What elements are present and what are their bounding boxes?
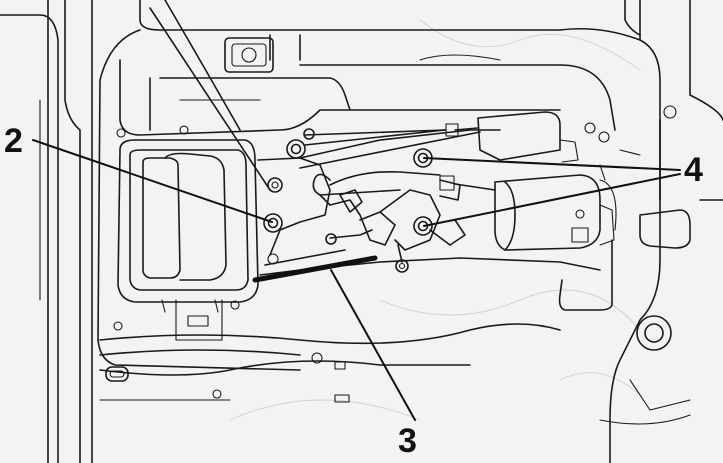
- leader-line-4b: [423, 173, 681, 227]
- background-sketch: [229, 19, 641, 421]
- latch-mechanism: [257, 128, 501, 273]
- leader-line-2: [32, 139, 273, 223]
- callout-2: 2: [4, 122, 23, 160]
- callout-3: 3: [398, 422, 417, 460]
- window-channel-rod-2: [149, 7, 271, 191]
- linkage-rod: [252, 255, 378, 283]
- fastener-holes: [113, 105, 677, 399]
- top-panel: [119, 34, 616, 136]
- lock-actuator: [439, 111, 617, 311]
- lower-panel: [99, 257, 601, 403]
- mounting-boss-top: [224, 37, 274, 73]
- callout-4: 4: [684, 151, 703, 189]
- door-handle-housing: [117, 139, 259, 341]
- window-channel-rod: [164, 0, 241, 131]
- bolt-points: [263, 139, 433, 236]
- leader-line-3: [330, 269, 416, 421]
- leader-line-4a: [423, 157, 681, 171]
- right-panel: [599, 119, 691, 425]
